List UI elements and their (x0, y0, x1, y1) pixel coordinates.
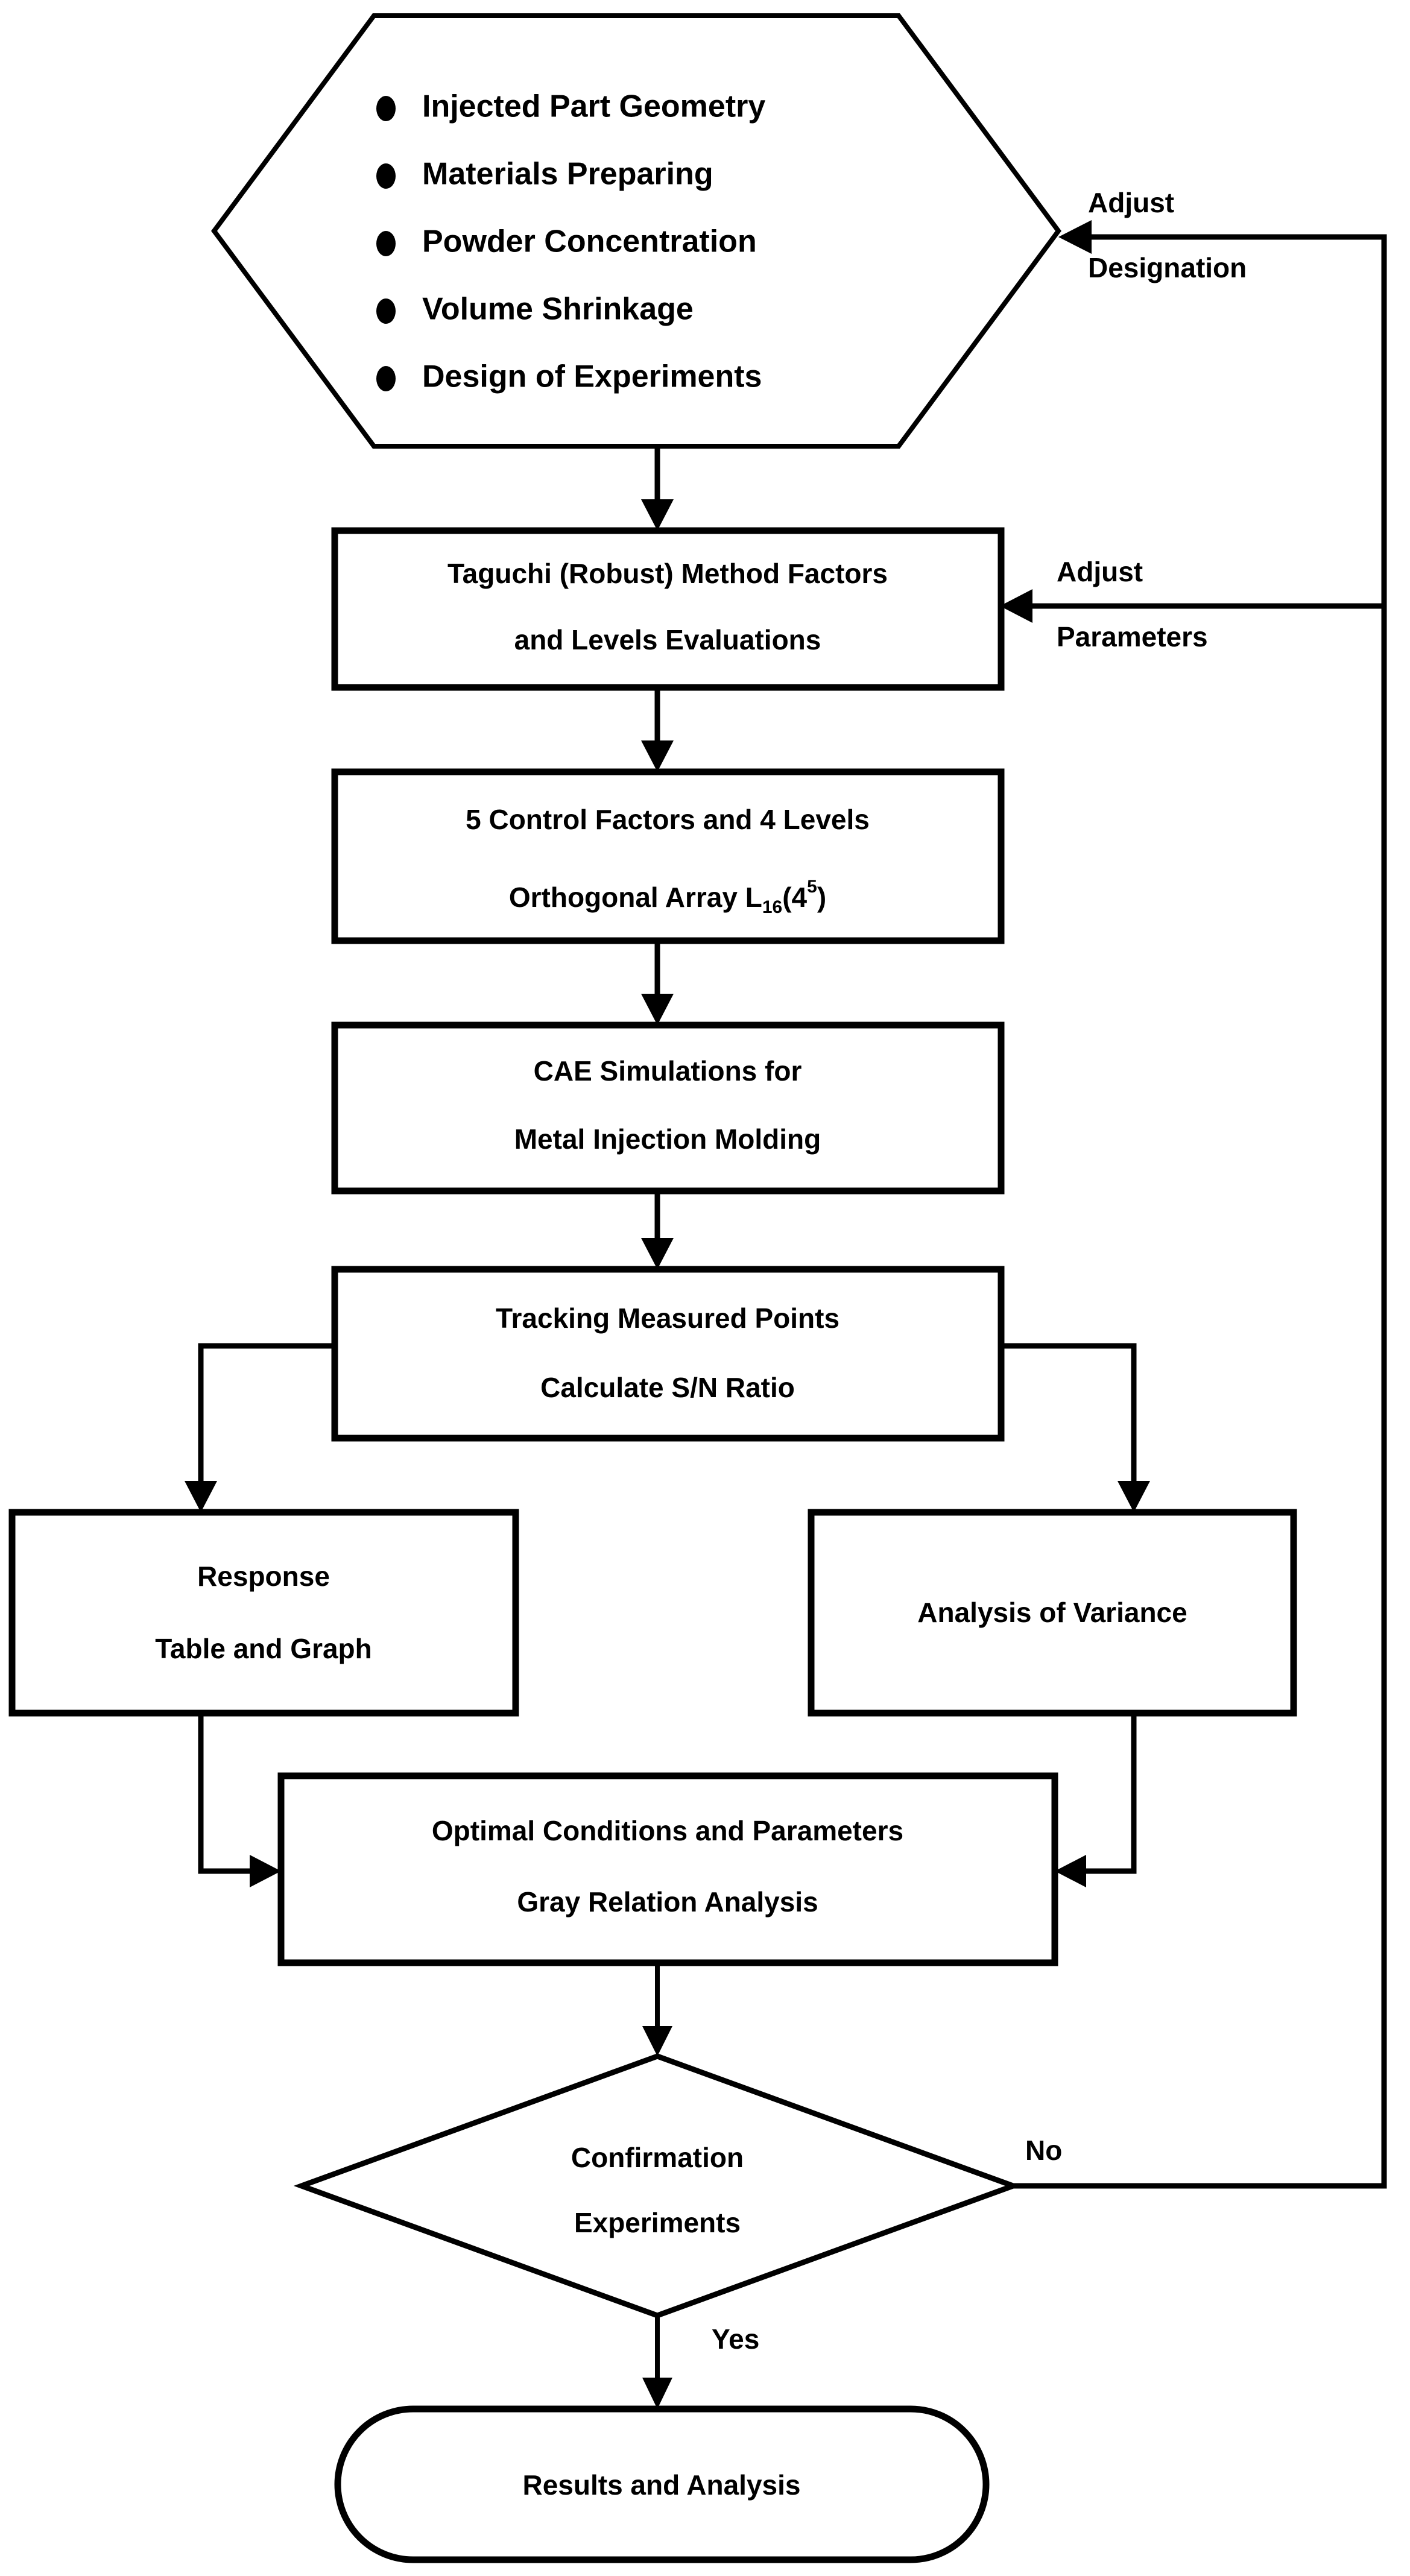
arrow-head-icon (185, 1481, 217, 1512)
node-optimal-box[interactable] (277, 1772, 1058, 1966)
response-line-1: Response (197, 1561, 330, 1592)
edge-anova-to-optimal (1083, 1713, 1137, 1874)
tracking-line-1: Tracking Measured Points (496, 1302, 839, 1334)
response-line-2: Table and Graph (155, 1633, 372, 1664)
edge-no-feedback-trunk (1013, 606, 1387, 2189)
label-adjust-designation-line1: Adjust (1088, 187, 1174, 218)
input-item-powder: Powder Concentration (422, 224, 757, 259)
arrow-head-icon (250, 1855, 281, 1887)
node-anova-box[interactable] (808, 1509, 1297, 1717)
confirmation-line-2: Experiments (574, 2207, 741, 2238)
node-orthogonal-array-box[interactable] (331, 768, 1005, 944)
arrow-head-icon (1058, 220, 1092, 254)
node-taguchi-box[interactable] (331, 527, 1005, 691)
bullet-icon (376, 96, 396, 121)
taguchi-line-2: and Levels Evaluations (514, 624, 821, 655)
arrow-head-icon (642, 2378, 672, 2409)
array-line-2: Orthogonal Array L16(45) (509, 877, 826, 917)
bullet-icon (376, 298, 396, 324)
confirmation-line-1: Confirmation (571, 2142, 744, 2173)
label-adjust-designation-line2: Designation (1088, 252, 1247, 283)
arrow-head-icon (1055, 1855, 1086, 1887)
arrow-head-icon (641, 1238, 674, 1269)
array-subscript: 16 (762, 897, 782, 917)
label-adjust-parameters-line2: Parameters (1057, 621, 1208, 652)
bullet-icon (376, 163, 396, 189)
label-decision-no: No (1025, 2135, 1062, 2166)
input-item-shrinkage: Volume Shrinkage (422, 292, 694, 327)
node-tracking-box[interactable] (331, 1266, 1005, 1442)
edge-tracking-to-response (198, 1343, 335, 1486)
results-line-1: Results and Analysis (522, 2469, 800, 2501)
input-item-geometry: Injected Part Geometry (422, 89, 765, 124)
edge-response-to-optimal (198, 1713, 253, 1874)
edge-adjust-designation (1089, 234, 1387, 606)
input-item-materials: Materials Preparing (422, 157, 713, 192)
node-results-terminal[interactable] (334, 2405, 990, 2563)
cae-line-1: CAE Simulations for (534, 1055, 802, 1087)
arrow-head-icon (641, 740, 674, 772)
label-decision-yes: Yes (712, 2323, 759, 2355)
bullet-icon (376, 231, 396, 256)
arrow-head-icon (641, 994, 674, 1025)
cae-line-2: Metal Injection Molding (514, 1123, 821, 1155)
optimal-line-2: Gray Relation Analysis (517, 1886, 818, 1918)
array-superscript: 5 (807, 877, 817, 897)
arrow-head-icon (1000, 589, 1032, 623)
array-line-1: 5 Control Factors and 4 Levels (466, 804, 870, 835)
arrow-head-icon (641, 499, 674, 531)
node-confirmation-diamond[interactable] (293, 2053, 1022, 2319)
taguchi-line-1: Taguchi (Robust) Method Factors (447, 558, 888, 589)
node-inputs-hexagon[interactable] (211, 13, 1061, 449)
array-mid: (4 (782, 882, 807, 913)
label-adjust-parameters-line1: Adjust (1057, 556, 1143, 587)
array-suffix: ) (817, 882, 826, 913)
array-prefix: Orthogonal Array L (509, 882, 762, 913)
anova-line-1: Analysis of Variance (917, 1597, 1187, 1628)
arrow-head-icon (642, 2026, 672, 2056)
arrow-head-icon (1118, 1481, 1150, 1512)
edge-tracking-to-anova (1001, 1343, 1137, 1486)
bullet-icon (376, 366, 396, 391)
input-item-doe: Design of Experiments (422, 359, 762, 394)
node-cae-box[interactable] (331, 1021, 1005, 1195)
optimal-line-1: Optimal Conditions and Parameters (432, 1815, 903, 1846)
node-response-box[interactable] (8, 1509, 519, 1717)
tracking-line-2: Calculate S/N Ratio (540, 1372, 795, 1403)
